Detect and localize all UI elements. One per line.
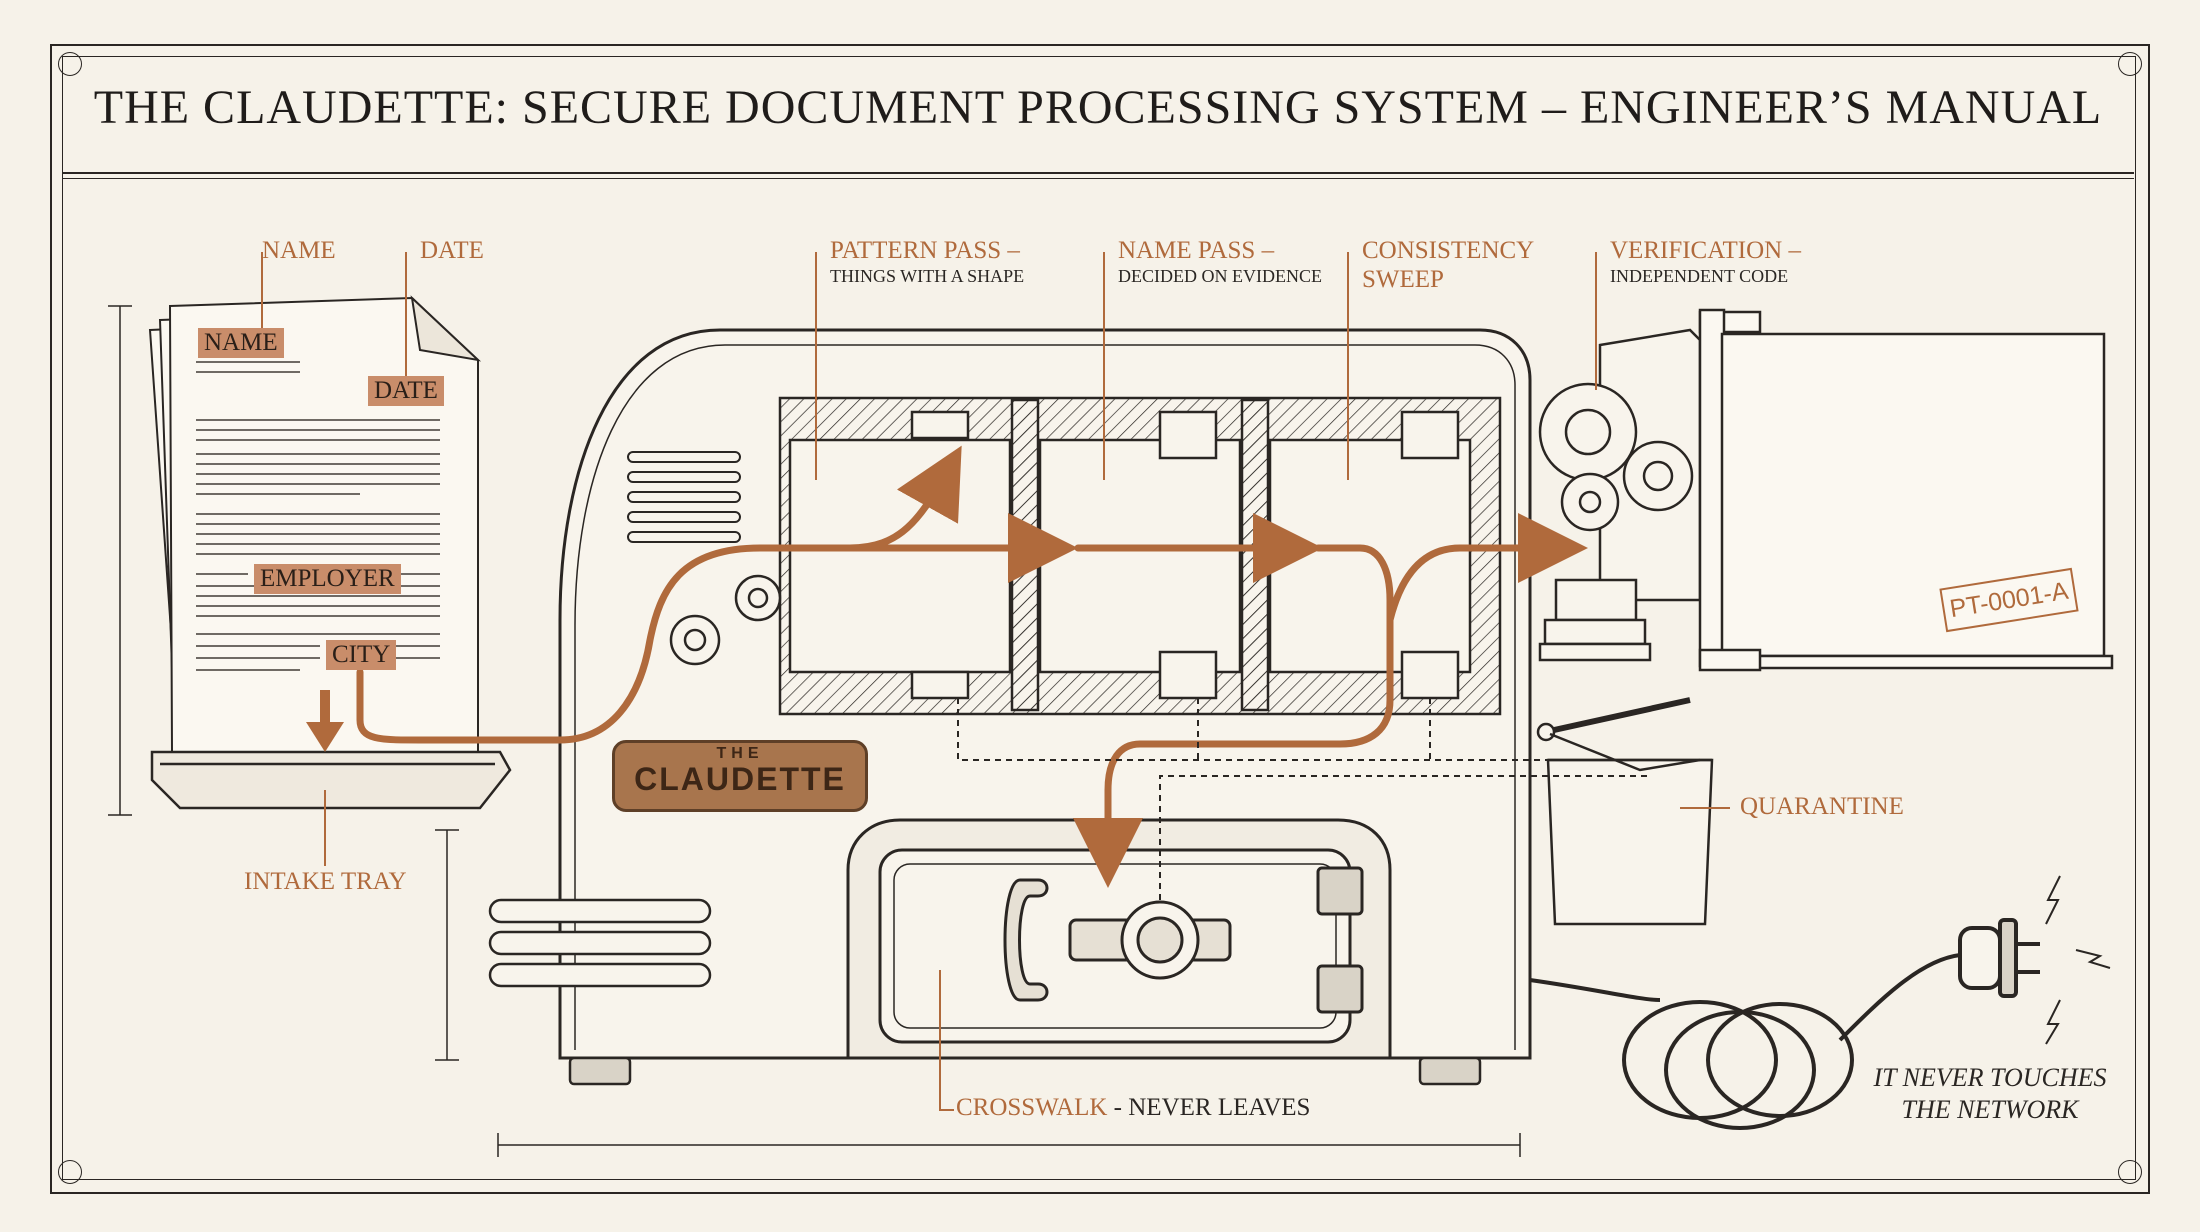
bumper-stripes xyxy=(488,898,712,988)
brand-plate-top: THE xyxy=(716,745,764,762)
document-text-lines xyxy=(196,361,440,671)
corner-ornament xyxy=(58,1160,82,1184)
title-divider-inner xyxy=(62,178,2134,179)
vent-slots xyxy=(627,451,741,543)
doc-tag-date: DATE xyxy=(368,376,444,406)
callout-verification: VERIFICATION – xyxy=(1610,237,1801,264)
page-title: THE CLAUDETTE: SECURE DOCUMENT PROCESSIN… xyxy=(93,81,2103,134)
document-stack xyxy=(148,295,482,761)
quarantine-dotted-path xyxy=(957,698,1650,900)
callout-verification-sub: INDEPENDENT CODE xyxy=(1610,266,1789,286)
callout-crosswalk: CROSSWALK xyxy=(956,1094,1108,1121)
network-note-line-2: THE NETWORK xyxy=(1901,1095,2079,1124)
doc-tag-city: CITY xyxy=(326,640,397,670)
callout-crosswalk-line: CROSSWALK - NEVER LEAVES xyxy=(956,1094,1310,1122)
callout-name-pass-sub: DECIDED ON EVIDENCE xyxy=(1118,266,1322,286)
corner-ornament xyxy=(2118,1160,2142,1184)
outer-frame xyxy=(50,44,2150,1194)
callout-pattern-pass: PATTERN PASS – xyxy=(830,237,1020,264)
callout-quarantine: QUARANTINE xyxy=(1740,793,1904,820)
output-tray xyxy=(1698,308,2114,672)
callout-consistency: CONSISTENCY xyxy=(1362,237,1535,264)
corner-ornament xyxy=(2118,52,2142,76)
inner-frame xyxy=(62,56,2136,1180)
callout-crosswalk-sub: - NEVER LEAVES xyxy=(1113,1094,1311,1121)
spark-icons xyxy=(2045,875,2111,1045)
machine-feet xyxy=(568,1056,1482,1086)
document-flow-path xyxy=(356,445,1588,888)
crosswalk-vault xyxy=(846,818,1392,1060)
quarantine-bin xyxy=(1536,697,1714,926)
title-divider xyxy=(62,172,2134,174)
callout-date: DATE xyxy=(420,237,484,264)
network-note: IT NEVER TOUCHES THE NETWORK xyxy=(1860,1062,2120,1126)
callout-name-pass: NAME PASS – xyxy=(1118,237,1275,264)
brand-plate: THE CLAUDETTE xyxy=(612,740,868,812)
power-cord xyxy=(1529,918,2040,1130)
callout-pattern-pass-sub: THINGS WITH A SHAPE xyxy=(830,266,1025,286)
doc-tag-name: NAME xyxy=(198,328,284,358)
doc-tag-employer: EMPLOYER xyxy=(254,564,401,594)
dimension-line-left xyxy=(108,305,132,816)
brand-plate-main: CLAUDETTE xyxy=(634,761,846,797)
down-arrow xyxy=(306,690,344,752)
callout-intake-tray: INTAKE TRAY xyxy=(244,868,407,895)
small-gears xyxy=(669,574,782,666)
corner-ornament xyxy=(58,52,82,76)
callout-name: NAME xyxy=(262,237,336,264)
callout-leaders xyxy=(261,252,1730,1111)
intake-tray xyxy=(150,750,512,810)
network-note-line-1: IT NEVER TOUCHES xyxy=(1873,1063,2107,1092)
callout-sweep: SWEEP xyxy=(1362,266,1444,293)
dimension-line-bottom xyxy=(435,829,1521,1157)
verification-unit xyxy=(1538,328,1702,662)
